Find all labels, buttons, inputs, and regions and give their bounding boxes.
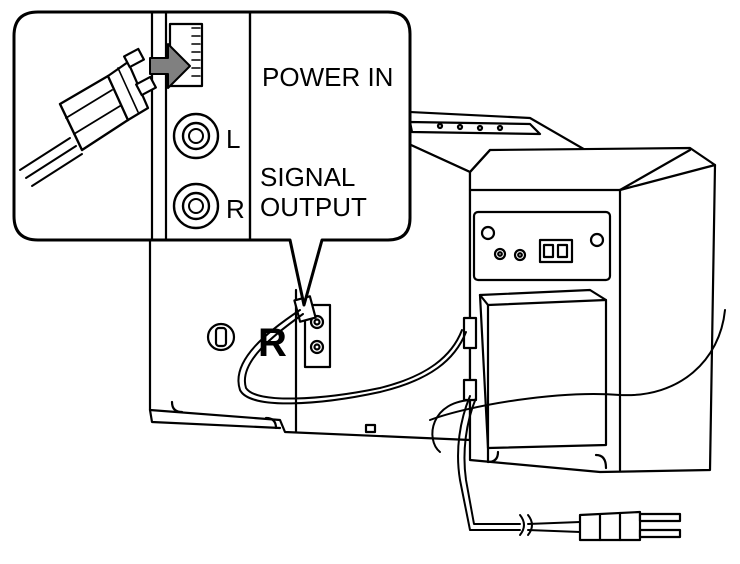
- rear-socket-left: [493, 247, 507, 261]
- signal-output-label-line1: SIGNAL: [260, 162, 355, 192]
- speaker-channel-mark: R: [258, 321, 287, 365]
- power-in-label: POWER IN: [262, 62, 393, 92]
- signal-cable: [237, 295, 467, 405]
- rca-jack-right: [172, 182, 220, 230]
- callout-panel: [150, 10, 252, 242]
- rear-socket-right: [513, 248, 527, 262]
- connector-plug: [19, 47, 157, 187]
- terminal-jack-lower: [309, 339, 325, 355]
- power-plug: [578, 510, 642, 542]
- signal-output-label-line2: OUTPUT: [260, 192, 367, 222]
- channel-left-label: L: [226, 124, 240, 154]
- rca-jack-left: [172, 112, 220, 160]
- channel-right-label: R: [226, 194, 245, 224]
- plug-prong-lower: [638, 528, 682, 539]
- speaker-logo-badge: [206, 322, 236, 352]
- main-unit: [462, 146, 717, 474]
- transformer-housing: [478, 288, 608, 450]
- top-control-strip: [408, 120, 542, 136]
- power-cord: [429, 309, 726, 542]
- terminal-jack-upper: [309, 314, 325, 330]
- insert-arrow-icon: [149, 43, 191, 89]
- plug-prong-upper: [638, 512, 682, 523]
